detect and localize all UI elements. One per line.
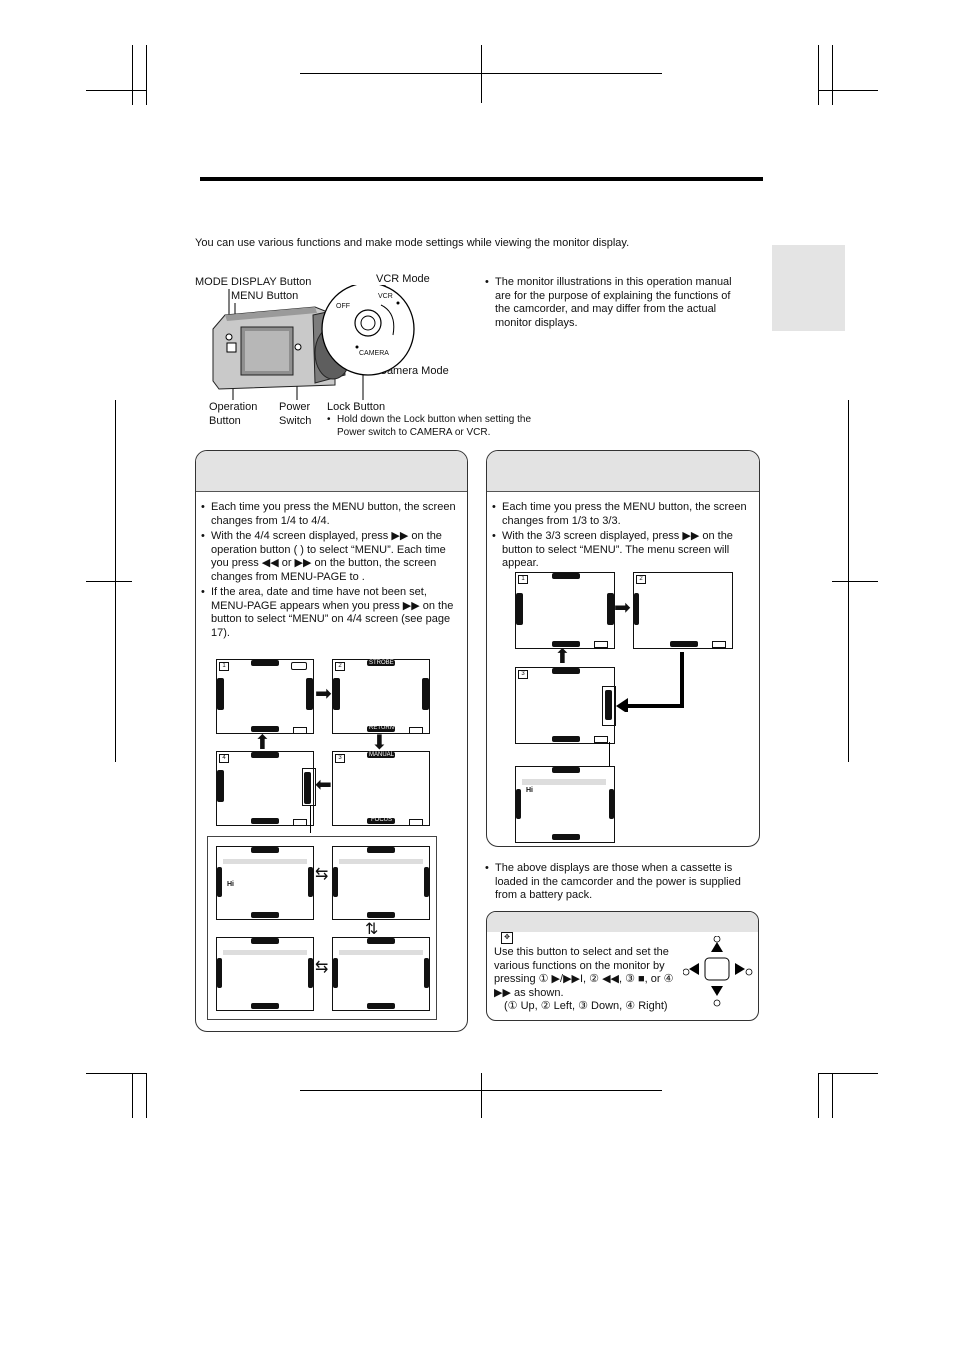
hi-label: Hi: [526, 787, 533, 794]
focus-label: FOCUS: [371, 817, 392, 823]
menu-button-label: MENU Button: [231, 290, 299, 302]
dpad-icon: [683, 936, 753, 1007]
crop-mark: [132, 1073, 133, 1118]
return-label: RETURN: [369, 725, 394, 731]
page-num: 1: [219, 662, 229, 671]
crop-mark: [818, 45, 819, 105]
manual-label: MANUAL: [369, 752, 395, 758]
header-rule: [200, 177, 763, 181]
highlight-box: [602, 686, 616, 726]
crop-mark: [86, 581, 132, 582]
camera-mode-label: Camera Mode: [379, 365, 449, 377]
menu-page-screen: Hi: [216, 846, 314, 920]
vcr-screen-1: 1: [515, 572, 615, 649]
camera-panel-bullets: Each time you press the MENU button, the…: [201, 501, 459, 642]
op-box-legend: (① Up, ② Left, ③ Down, ④ Right): [504, 1000, 668, 1012]
double-arrow-icon: ⇆: [315, 959, 329, 976]
op-box-text: Use this button to select and set the va…: [494, 946, 674, 999]
crop-mark: [86, 90, 146, 91]
vcr-menu-screen: Hi: [515, 766, 615, 843]
vcr-screen-3: 3: [515, 667, 615, 744]
camera-bullet: With the 4/4 screen displayed, press ▶▶ …: [201, 530, 459, 584]
highlight-box: [302, 768, 316, 806]
camcorder-illustration: [212, 285, 415, 400]
mode-display-label: MODE DISPLAY Button: [195, 276, 312, 288]
connector-line: [609, 742, 610, 766]
off-label: OFF: [336, 303, 350, 310]
power-switch-label: Power Switch: [279, 401, 312, 427]
section-tab: [772, 245, 845, 331]
intro-text: You can use various functions and make m…: [195, 237, 630, 249]
monitor-screen-2: 2 STROBE RETURN: [332, 659, 430, 734]
crop-mark: [818, 1073, 819, 1118]
camera-label: CAMERA: [359, 350, 389, 357]
double-arrow-icon: ⇆: [315, 866, 329, 883]
arrow-right-icon: ➡: [315, 683, 332, 705]
crop-mark: [146, 45, 147, 105]
arrow-left-icon: ⬅: [315, 774, 332, 796]
vcr-label: VCR: [378, 293, 393, 300]
lock-button-label: Lock Button: [327, 401, 386, 413]
crop-mark: [832, 581, 878, 582]
camera-panel-header: [196, 451, 467, 492]
lock-note: Hold down the Lock button when setting t…: [327, 414, 547, 441]
vcr-bullet: Each time you press the MENU button, the…: [492, 501, 752, 528]
vcr-panel-header: [487, 451, 759, 492]
operation-button-icon: ✥: [501, 932, 513, 944]
crop-mark: [818, 1073, 878, 1074]
double-arrow-icon: ⇅: [365, 921, 379, 938]
vcr-mode-label: VCR Mode: [376, 273, 430, 285]
arrow-right-icon: ➡: [614, 597, 631, 619]
menu-page-screen: [216, 937, 314, 1011]
crop-mark: [832, 45, 833, 105]
bent-arrow-icon: [616, 652, 684, 712]
crop-mark: [481, 1073, 482, 1118]
arrow-up-icon: ⬆: [254, 732, 271, 754]
camera-bullet: If the area, date and time have not been…: [201, 586, 459, 640]
menu-pages-box: [207, 836, 437, 1020]
crop-mark: [832, 1073, 833, 1118]
lock-note-item: Hold down the Lock button when setting t…: [327, 414, 547, 439]
crop-mark: [146, 1073, 147, 1118]
cassette-note-item: The above displays are those when a cass…: [485, 862, 760, 903]
crop-mark: [481, 45, 482, 103]
arrow-up-icon: ⬆: [554, 646, 571, 668]
operation-button-box: ✥ Use this button to select and set the …: [486, 911, 759, 1021]
monitor-note: The monitor illustrations in this operat…: [485, 276, 740, 332]
monitor-screen-4: 4: [216, 751, 314, 826]
crop-mark: [86, 1073, 146, 1074]
vcr-bullet: With the 3/3 screen displayed, press ▶▶ …: [492, 530, 752, 571]
vcr-panel-bullets: Each time you press the MENU button, the…: [492, 501, 752, 573]
monitor-screen-1: 1: [216, 659, 314, 734]
crop-mark: [818, 90, 878, 91]
monitor-note-item: The monitor illustrations in this operat…: [485, 276, 740, 330]
cassette-note: The above displays are those when a cass…: [485, 862, 760, 905]
crop-mark: [132, 45, 133, 105]
monitor-screen-3: 3 MANUAL FOCUS: [332, 751, 430, 826]
camera-mode-panel: Each time you press the MENU button, the…: [195, 450, 468, 1032]
connector-line: [310, 805, 311, 833]
menu-page-screen: [332, 937, 430, 1011]
operation-button-label: Operation Button: [209, 401, 258, 427]
menu-page-screen: [332, 846, 430, 920]
camera-bullet: Each time you press the MENU button, the…: [201, 501, 459, 528]
arrow-down-icon: ⬇: [371, 732, 388, 754]
vcr-screen-2: 2: [633, 572, 733, 649]
hi-label: Hi: [227, 881, 234, 888]
strobe-label: STROBE: [369, 660, 394, 666]
